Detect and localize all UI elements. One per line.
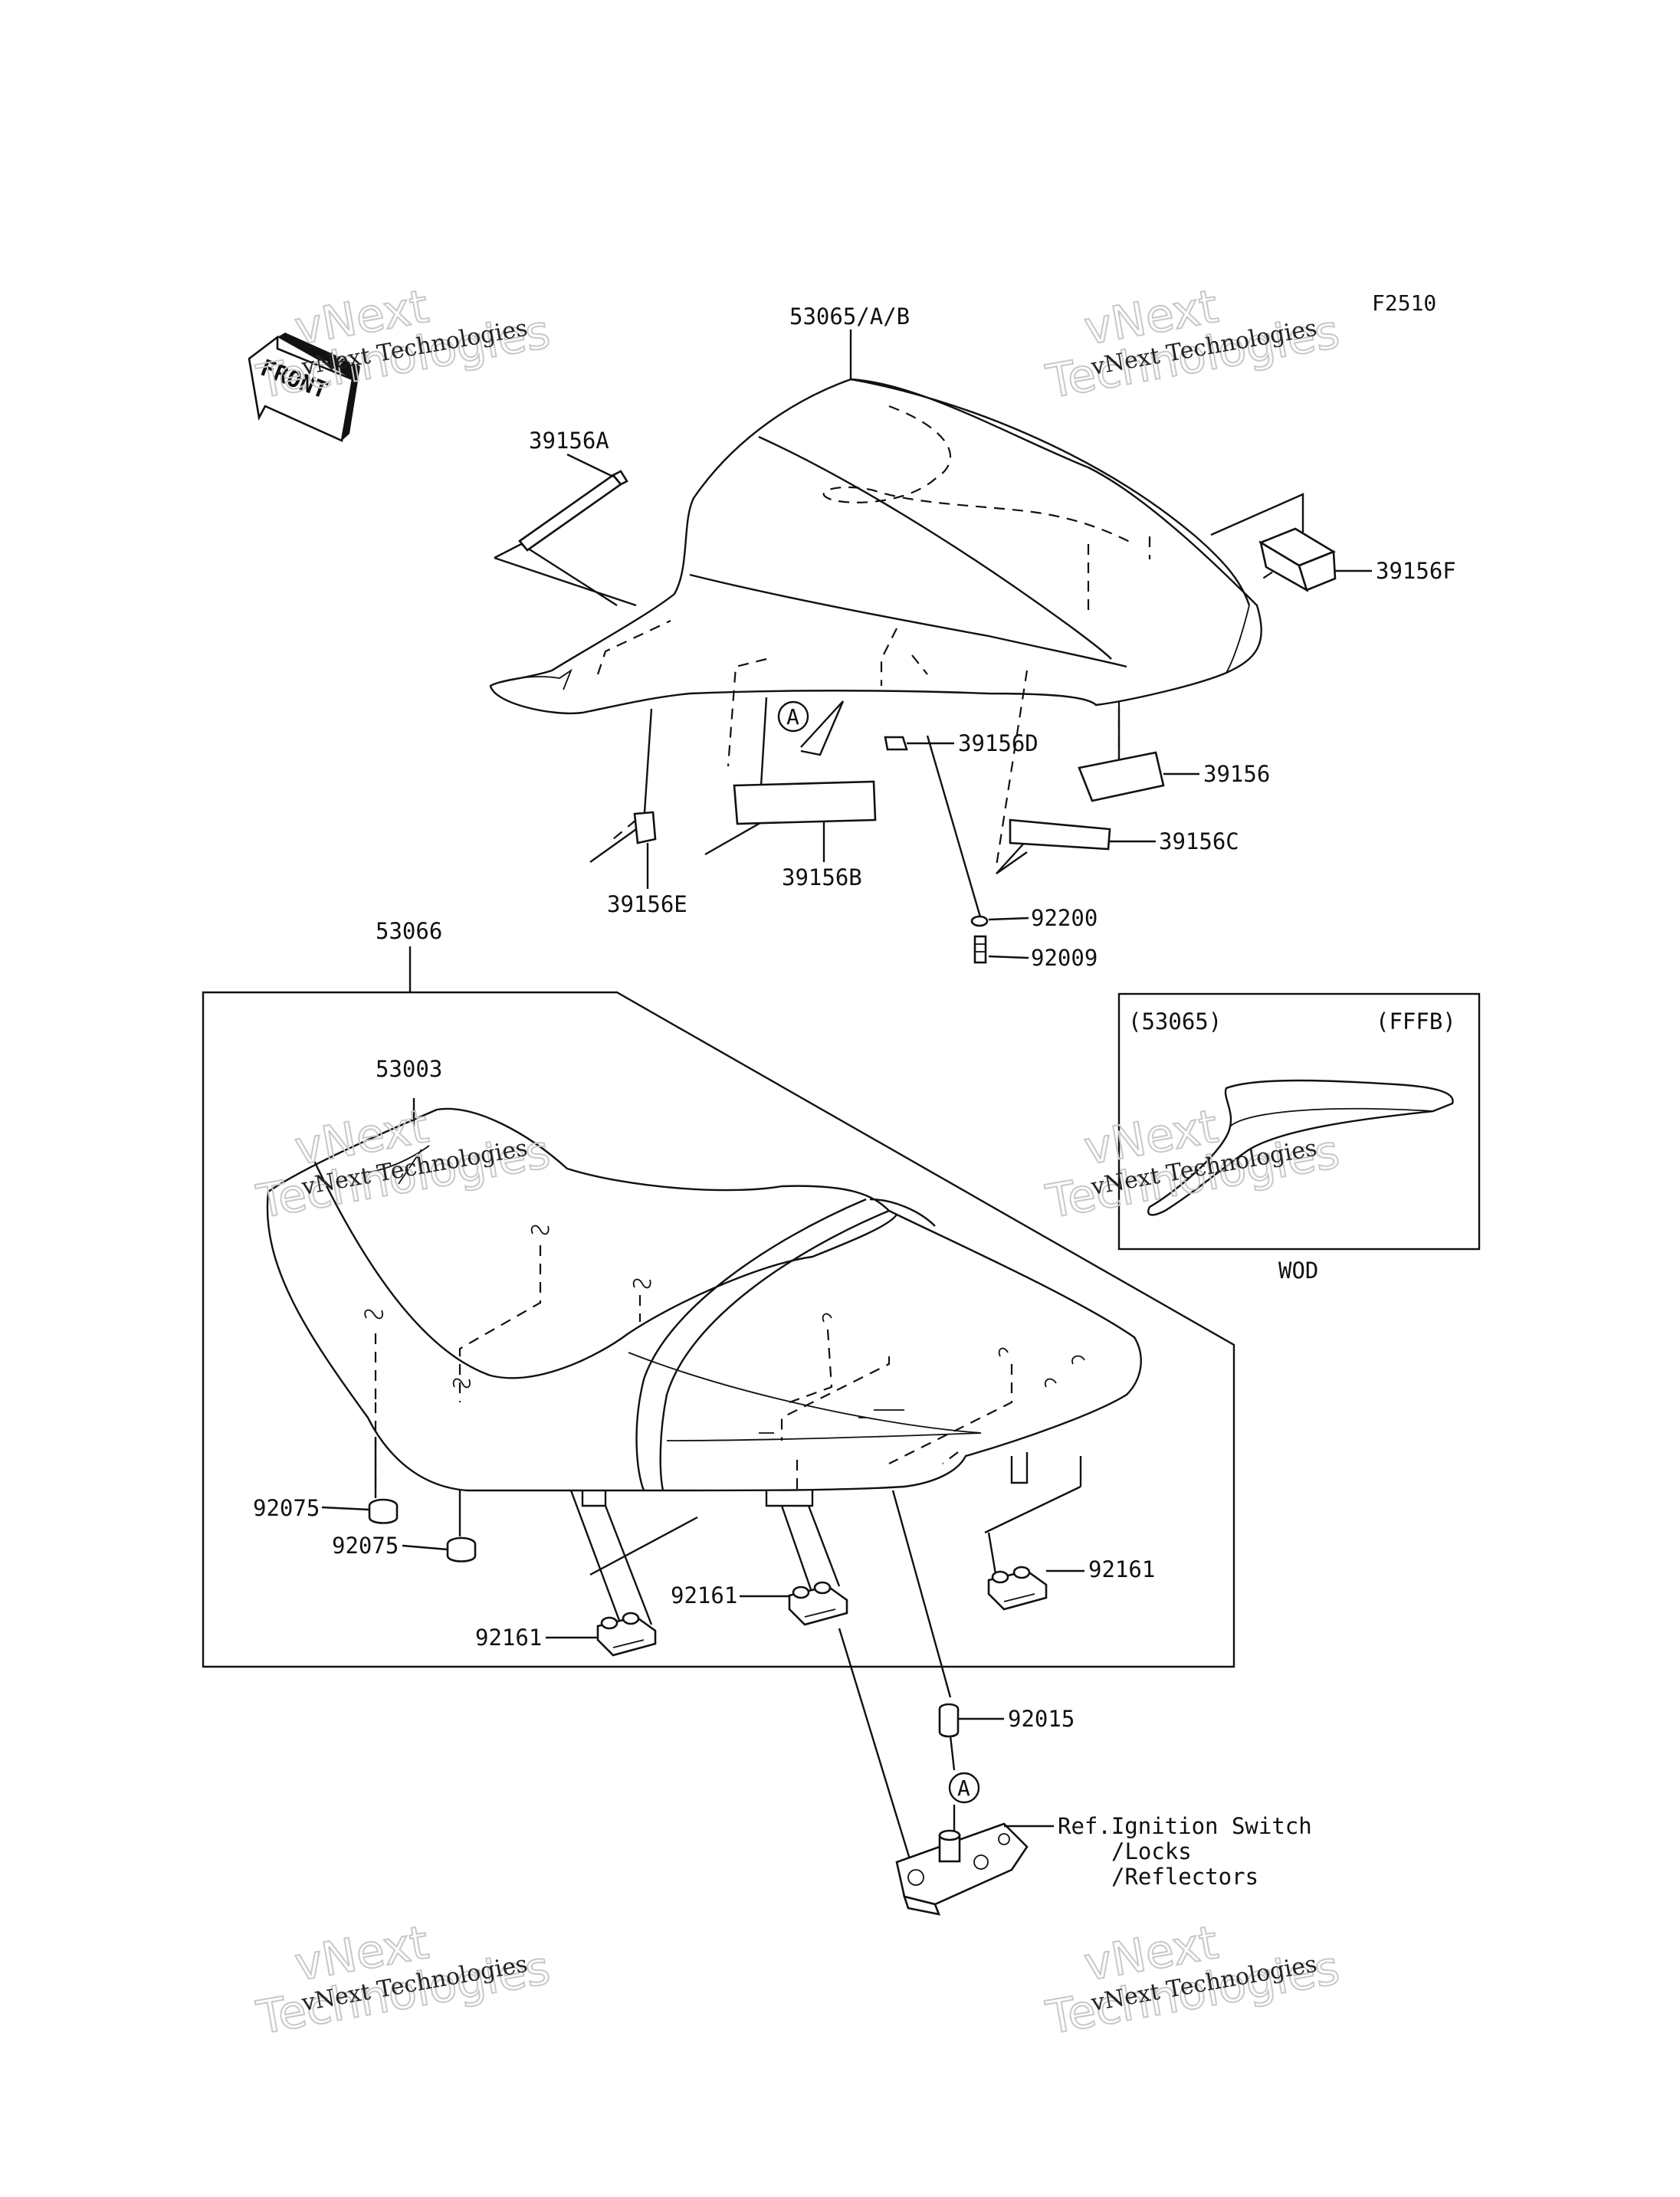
label-92075-a: 92075	[253, 1495, 320, 1521]
label-92075-b: 92075	[332, 1533, 399, 1559]
collar-92015	[938, 1703, 960, 1738]
bracket-92161-a	[596, 1612, 657, 1657]
lock-plate	[895, 1822, 1029, 1916]
seat-assembly-frame	[202, 991, 1235, 1668]
svg-text:A: A	[957, 1776, 970, 1801]
label-92200: 92200	[1031, 905, 1098, 931]
inset-right-label: (FFFB)	[1376, 1008, 1456, 1035]
watermark-6: vNext Technologies vNext Technologies	[1042, 1915, 1344, 2046]
rear-seat-leaders	[494, 330, 1304, 920]
label-ref-line3: /Reflectors	[1111, 1864, 1258, 1890]
rear-seat	[489, 378, 1262, 715]
inset-seat-cowl	[1147, 1079, 1454, 1216]
svg-text:A: A	[786, 704, 799, 730]
damper-92075-a	[368, 1498, 399, 1524]
washer-92200	[970, 915, 989, 927]
watermark-1: vNext Technologies vNext Technologies	[252, 279, 555, 410]
label-92161-b: 92161	[671, 1582, 737, 1608]
bracket-92161-b	[788, 1581, 848, 1626]
pad-39156a	[518, 470, 628, 552]
pad-39156b	[733, 780, 877, 825]
label-39156: 39156	[1203, 761, 1270, 787]
front-seat	[266, 1107, 1142, 1507]
callout-a-bottom: A	[948, 1772, 980, 1804]
figure-code: F2510	[1372, 290, 1436, 316]
watermark-4: vNext Technologies vNext Technologies	[1042, 1099, 1344, 1230]
pad-39156e	[633, 811, 657, 844]
inset-caption: WOD	[1278, 1258, 1318, 1284]
label-39156d: 39156D	[958, 730, 1039, 756]
pad-39156d	[884, 736, 908, 751]
watermark-2: vNext Technologies vNext Technologies	[1042, 279, 1344, 410]
label-ref-line1: Ref.Ignition Switch	[1058, 1813, 1312, 1839]
inset-box	[1117, 992, 1481, 1251]
label-39156e: 39156E	[607, 891, 687, 917]
label-92009: 92009	[1031, 945, 1098, 971]
watermark-5: vNext Technologies vNext Technologies	[252, 1915, 555, 2046]
label-53065: 53065/A/B	[789, 303, 910, 330]
bolt-92009	[973, 935, 987, 964]
watermark-3: vNext Technologies vNext Technologies	[252, 1099, 555, 1230]
pad-39156f	[1258, 527, 1337, 592]
label-92161-c: 92161	[1088, 1556, 1155, 1582]
label-53003: 53003	[376, 1056, 442, 1082]
seat-leaders	[374, 1098, 1082, 1905]
label-39156a: 39156A	[529, 428, 609, 454]
label-92161-a: 92161	[475, 1625, 542, 1651]
pad-39156c	[1009, 818, 1111, 851]
label-39156b: 39156B	[782, 864, 862, 890]
label-53066: 53066	[376, 918, 442, 944]
inset-left-label: (53065)	[1128, 1008, 1222, 1035]
label-92015: 92015	[1008, 1706, 1075, 1732]
bracket-92161-c	[987, 1566, 1048, 1611]
label-39156f: 39156F	[1376, 558, 1456, 584]
callout-a-top: A	[777, 700, 809, 733]
pad-39156	[1078, 751, 1165, 802]
damper-92075-b	[446, 1536, 477, 1562]
label-ref-line2: /Locks	[1111, 1838, 1192, 1864]
label-39156c: 39156C	[1159, 828, 1239, 854]
